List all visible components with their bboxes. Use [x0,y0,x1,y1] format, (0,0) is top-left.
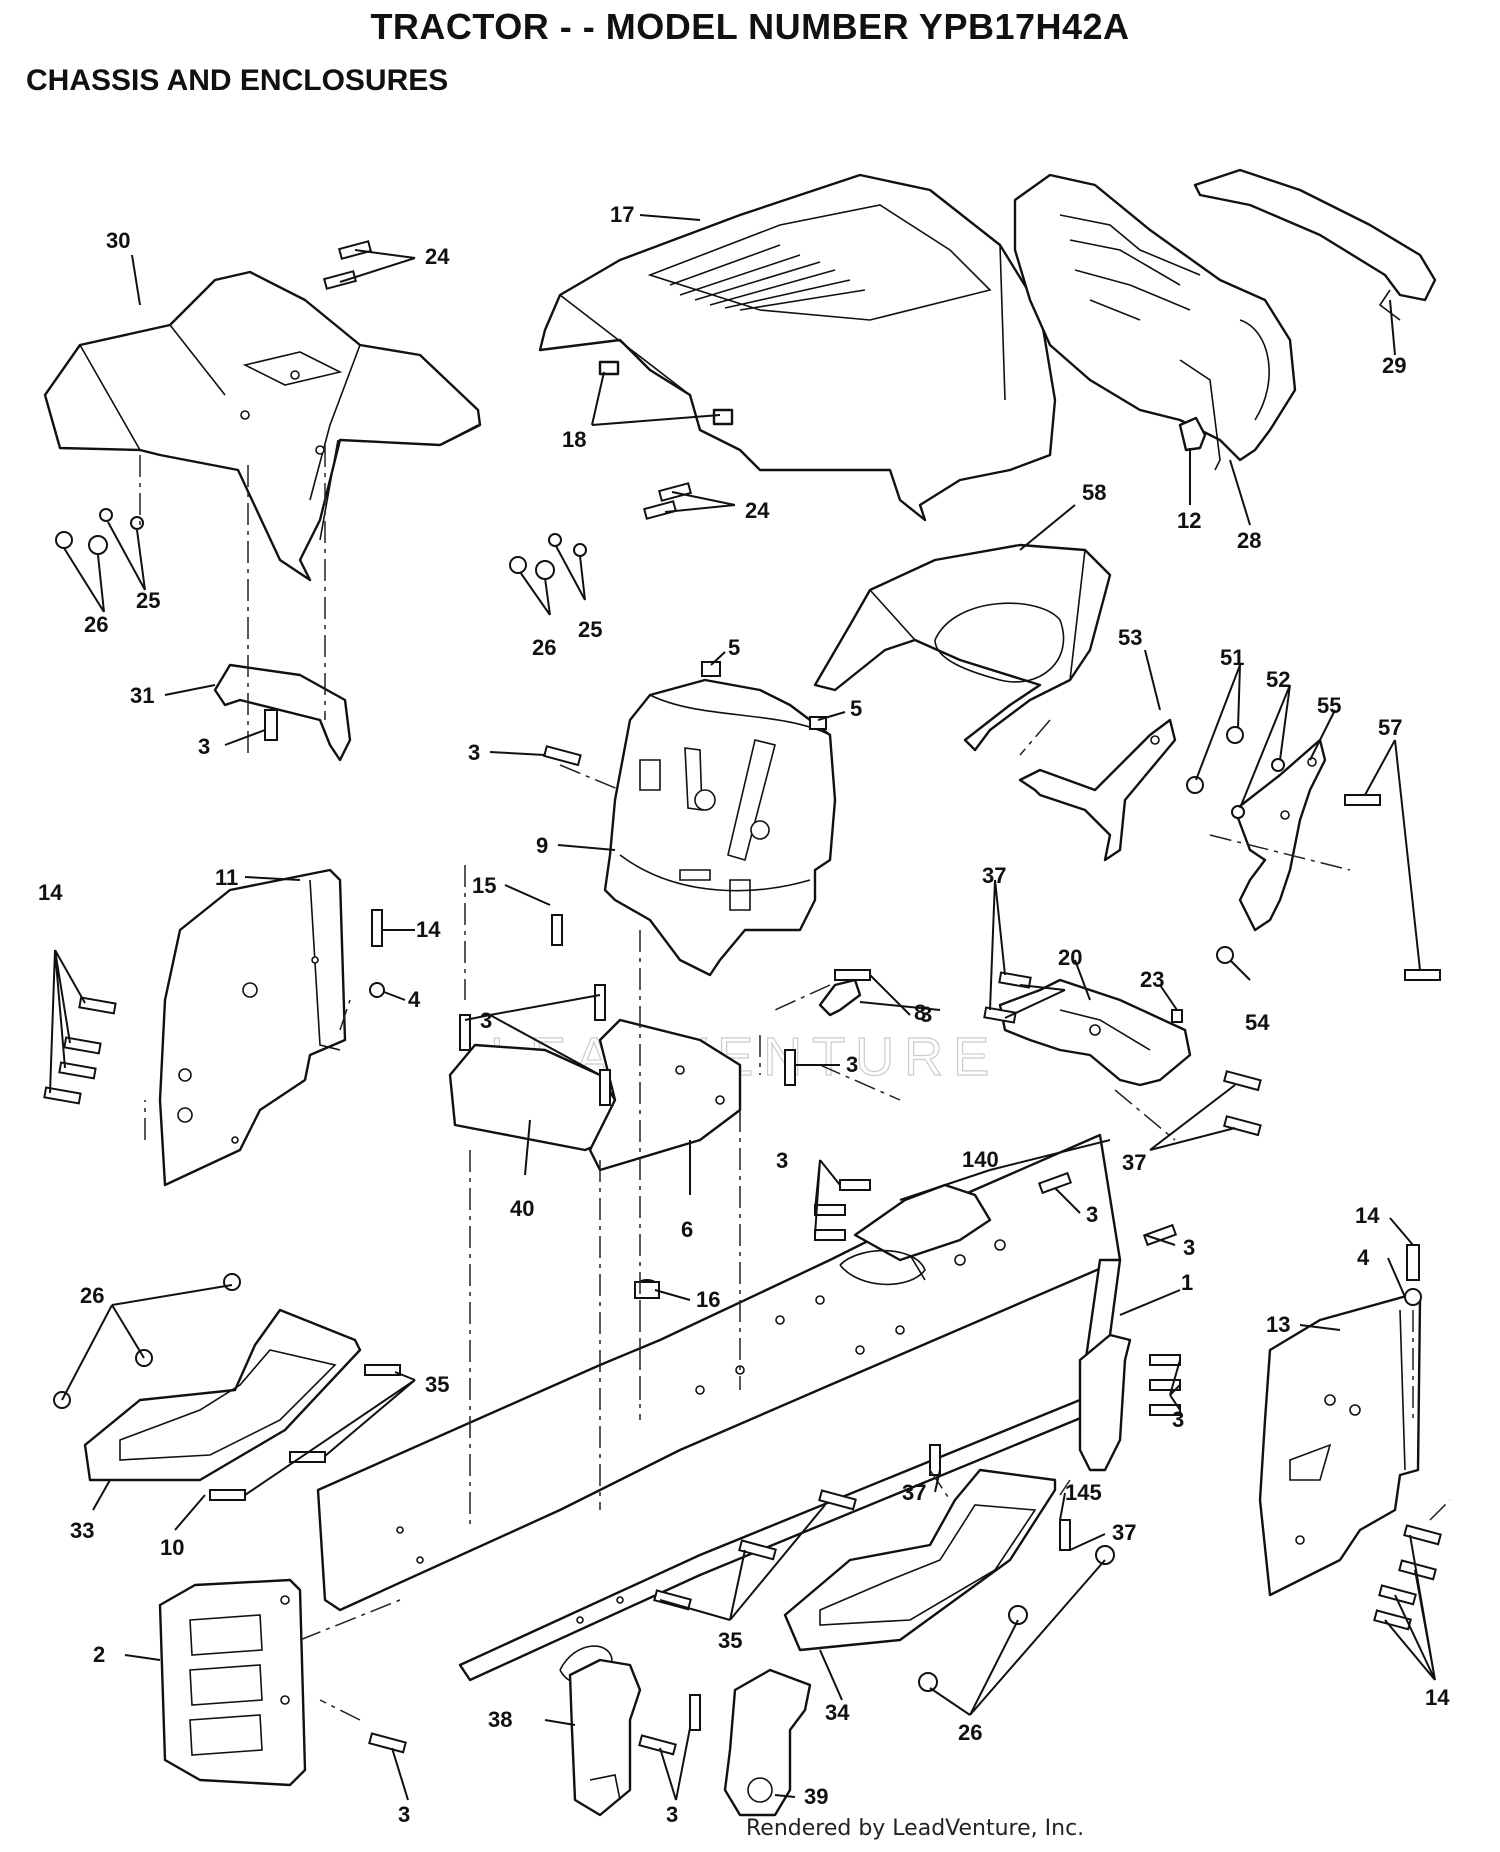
part-bracket-53[interactable] [1018,718,1177,862]
callout-label: 14 [416,917,441,942]
callout-label: 24 [745,498,770,523]
hardware [43,240,1442,1756]
part-side-panel-left[interactable] [158,868,347,1187]
page-title: TRACTOR - - MODEL NUMBER YPB17H42A [370,6,1130,47]
callout-label: 35 [425,1372,449,1397]
callout-label: 3 [468,740,480,765]
callout-label: 54 [1245,1010,1270,1035]
callout-label: 3 [1086,1202,1098,1227]
callout-label: 11 [215,865,238,890]
callout-label: 12 [1177,508,1201,533]
callout-label: 145 [1065,1480,1102,1505]
part-bracket-39[interactable] [723,1668,812,1817]
callout-label: 140 [962,1147,999,1172]
assembly-lines [139,445,1451,1721]
callout-label: 3 [846,1052,858,1077]
part-bracket-20[interactable] [998,978,1192,1087]
callout-label: 4 [408,987,421,1012]
part-bracket-38[interactable] [568,1658,642,1817]
callout-label: 4 [1357,1245,1370,1270]
callout-label: 18 [562,427,586,452]
part-front-plate[interactable] [158,1578,307,1787]
part-main-frame[interactable] [316,1133,1122,1685]
callout-label: 51 [1220,645,1244,670]
callout-label: 14 [1355,1203,1380,1228]
callout-label: 30 [106,228,130,253]
callout-label: 37 [982,863,1006,888]
callout-label: 17 [610,202,634,227]
part-plate-6[interactable] [588,1018,742,1172]
part-clip-8[interactable] [818,978,862,1017]
callout-label: 23 [1140,967,1164,992]
callout-label: 15 [472,873,496,898]
callout-label: 5 [728,635,740,660]
part-hood[interactable] [538,173,1057,522]
callout-label: 40 [510,1196,534,1221]
part-side-panel-right[interactable] [1258,1293,1422,1597]
section-title: CHASSIS AND ENCLOSURES [26,64,449,97]
callout-label: 37 [902,1480,926,1505]
callout-label: 26 [958,1720,982,1745]
callout-label: 3 [398,1802,410,1827]
part-bumper-5[interactable] [701,661,827,730]
callout-label: 14 [38,880,63,905]
callout-label: 34 [825,1700,850,1725]
callout-label: 25 [136,588,160,613]
part-nut-16[interactable] [634,1279,660,1299]
callout-label: 26 [532,635,556,660]
callout-label: 6 [681,1217,693,1242]
footer-credit: Rendered by LeadVenture, Inc. [746,1816,1085,1841]
part-clip[interactable] [1178,416,1207,452]
part-footrest-left[interactable] [83,1308,362,1482]
part-dash-panel[interactable] [603,678,837,977]
callout-label: 26 [80,1283,104,1308]
callout-label: 58 [1082,480,1106,505]
part-bracket-55[interactable] [1233,738,1327,932]
callout-label: 9 [536,833,548,858]
part-bracket-31[interactable] [213,663,352,762]
callout-label: 3 [1172,1407,1184,1432]
callout-label: 2 [93,1642,105,1667]
part-pan[interactable] [813,543,1112,752]
callout-label: 26 [84,612,108,637]
callout-label: 57 [1378,715,1402,740]
callout-label: 35 [718,1628,742,1653]
part-fender[interactable] [43,270,482,582]
callout-label: 38 [488,1707,512,1732]
callout-label: 37 [1112,1520,1136,1545]
callout-label: 13 [1266,1312,1290,1337]
callout-label: 31 [130,683,154,708]
callout-label: 10 [160,1535,184,1560]
callout-label: 29 [1382,353,1406,378]
callout-label: 3 [776,1148,788,1173]
callout-label: 14 [1425,1685,1450,1710]
callout-label: 25 [578,617,602,642]
callout-label: 53 [1118,625,1142,650]
part-grille[interactable] [1013,173,1297,471]
part-nose-cover[interactable] [1193,168,1437,321]
leader-lines [49,214,1436,1801]
callout-label: 20 [1058,945,1082,970]
part-footrest-right[interactable] [783,1468,1057,1652]
part-bracket-145[interactable] [1078,1333,1132,1472]
callout-label: 3 [1183,1235,1195,1260]
callout-label: 8 [914,1000,926,1025]
callout-label: 33 [70,1518,94,1543]
callout-numbers: 30 24 17 29 18 24 12 28 58 26 25 26 25 3… [38,202,1450,1827]
callout-label: 24 [425,244,450,269]
callout-label: 1 [1181,1270,1193,1295]
callout-label: 28 [1237,528,1261,553]
callout-label: 5 [850,696,862,721]
callout-label: 52 [1266,667,1290,692]
callout-label: 3 [480,1008,492,1033]
callout-label: 3 [666,1802,678,1827]
callout-label: 55 [1317,693,1341,718]
callout-label: 3 [198,734,210,759]
callout-label: 16 [696,1287,720,1312]
callout-label: 3 [920,1002,932,1027]
callout-label: 37 [1122,1150,1146,1175]
callout-label: 39 [804,1784,828,1809]
